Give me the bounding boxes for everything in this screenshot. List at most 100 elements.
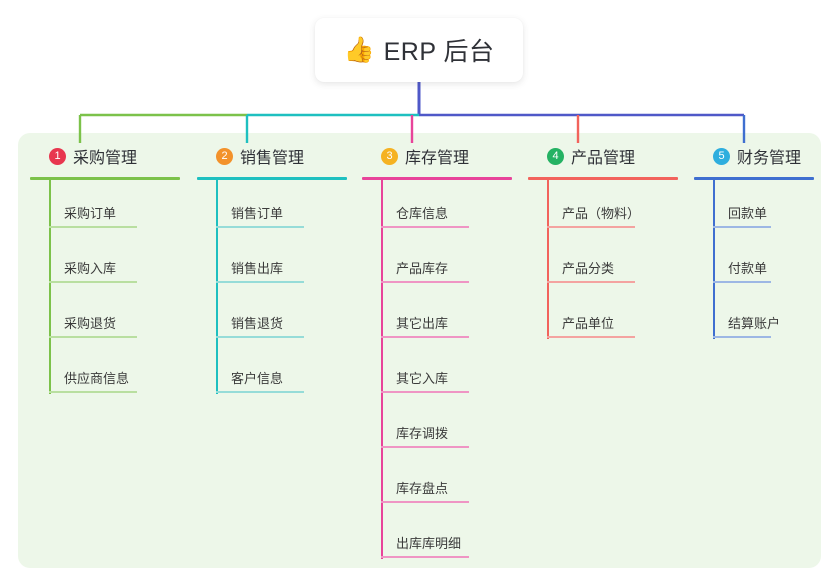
- diagram-panel: [18, 133, 821, 568]
- list-item-label: 采购订单: [64, 206, 117, 221]
- list-item-rule: [381, 501, 469, 503]
- column-items: 回款单付款单结算账户: [694, 180, 814, 345]
- list-item[interactable]: 回款单: [694, 180, 814, 235]
- list-item-rule: [381, 391, 469, 393]
- list-item-label: 结算账户: [728, 316, 781, 331]
- list-item[interactable]: 产品单位: [528, 290, 678, 345]
- column-1: 1 采购管理采购订单采购入库采购退货供应商信息: [30, 143, 180, 400]
- list-item[interactable]: 结算账户: [694, 290, 814, 345]
- column-badge-icon: 2: [216, 147, 233, 165]
- list-item-rule: [547, 226, 635, 228]
- thumbs-up-icon: 👍: [343, 35, 375, 64]
- list-item-rule: [49, 281, 137, 283]
- list-item-rule: [381, 446, 469, 448]
- list-item-rule: [216, 391, 304, 393]
- column-header-4[interactable]: 4 产品管理: [528, 143, 678, 169]
- list-item[interactable]: 仓库信息: [362, 180, 512, 235]
- list-item-rule: [713, 281, 771, 283]
- column-items: 采购订单采购入库采购退货供应商信息: [30, 180, 180, 400]
- column-header-1[interactable]: 1 采购管理: [30, 143, 180, 169]
- list-item[interactable]: 采购订单: [30, 180, 180, 235]
- list-item[interactable]: 付款单: [694, 235, 814, 290]
- list-item-label: 出库库明细: [396, 536, 462, 551]
- list-item-label: 销售出库: [231, 261, 284, 276]
- list-item[interactable]: 供应商信息: [30, 345, 180, 400]
- list-item-label: 产品（物料）: [562, 206, 641, 221]
- list-item-label: 库存调拨: [396, 426, 449, 441]
- list-item-rule: [713, 226, 771, 228]
- list-item-label: 库存盘点: [396, 481, 449, 496]
- list-item-rule: [216, 226, 304, 228]
- column-3: 3 库存管理仓库信息产品库存其它出库其它入库库存调拨库存盘点出库库明细: [362, 143, 512, 565]
- column-header-5[interactable]: 5 财务管理: [694, 143, 814, 169]
- list-item[interactable]: 库存盘点: [362, 455, 512, 510]
- list-item-rule: [216, 336, 304, 338]
- list-item-label: 回款单: [728, 206, 768, 221]
- column-spine: [547, 180, 549, 339]
- column-5: 5 财务管理回款单付款单结算账户: [694, 143, 814, 345]
- column-header-2[interactable]: 2 销售管理: [197, 143, 347, 169]
- list-item[interactable]: 产品分类: [528, 235, 678, 290]
- list-item-rule: [381, 281, 469, 283]
- column-2: 2 销售管理销售订单销售出库销售退货客户信息: [197, 143, 347, 400]
- list-item-label: 产品单位: [562, 316, 615, 331]
- list-item-rule: [713, 336, 771, 338]
- column-header-rule: [362, 177, 512, 180]
- column-title: 采购管理: [73, 150, 138, 167]
- list-item-label: 产品库存: [396, 261, 449, 276]
- list-item[interactable]: 客户信息: [197, 345, 347, 400]
- column-spine: [49, 180, 51, 394]
- list-item-rule: [49, 226, 137, 228]
- list-item[interactable]: 其它出库: [362, 290, 512, 345]
- column-header-3[interactable]: 3 库存管理: [362, 143, 512, 169]
- list-item-label: 其它出库: [396, 316, 449, 331]
- column-spine: [713, 180, 715, 339]
- list-item[interactable]: 出库库明细: [362, 510, 512, 565]
- list-item[interactable]: 销售订单: [197, 180, 347, 235]
- column-4: 4 产品管理产品（物料） 产品分类产品单位: [528, 143, 678, 345]
- list-item[interactable]: 库存调拨: [362, 400, 512, 455]
- list-item-rule: [381, 226, 469, 228]
- list-item-label: 销售订单: [231, 206, 284, 221]
- list-item-label: 采购退货: [64, 316, 117, 331]
- list-item-rule: [49, 391, 137, 393]
- column-badge-icon: 5: [713, 147, 730, 165]
- list-item-label: 产品分类: [562, 261, 615, 276]
- column-header-rule: [30, 177, 180, 180]
- column-header-rule: [197, 177, 347, 180]
- column-header-rule: [528, 177, 678, 180]
- column-header-rule: [694, 177, 814, 180]
- list-item-label: 供应商信息: [64, 371, 130, 386]
- column-badge-icon: 1: [49, 147, 66, 165]
- list-item[interactable]: 采购退货: [30, 290, 180, 345]
- column-items: 仓库信息产品库存其它出库其它入库库存调拨库存盘点出库库明细: [362, 180, 512, 565]
- column-badge-icon: 3: [381, 147, 398, 165]
- list-item-label: 仓库信息: [396, 206, 449, 221]
- list-item-label: 采购入库: [64, 261, 117, 276]
- column-items: 销售订单销售出库销售退货客户信息: [197, 180, 347, 400]
- list-item-rule: [381, 556, 469, 558]
- list-item-rule: [216, 281, 304, 283]
- list-item-rule: [547, 336, 635, 338]
- list-item[interactable]: 采购入库: [30, 235, 180, 290]
- column-title: 库存管理: [405, 150, 470, 167]
- column-title: 产品管理: [571, 150, 636, 167]
- root-node-label: ERP 后台: [383, 38, 495, 66]
- list-item[interactable]: 产品（物料）: [528, 180, 678, 235]
- list-item[interactable]: 销售出库: [197, 235, 347, 290]
- column-badge-icon: 4: [547, 147, 564, 165]
- list-item[interactable]: 其它入库: [362, 345, 512, 400]
- list-item[interactable]: 销售退货: [197, 290, 347, 345]
- list-item-label: 付款单: [728, 261, 768, 276]
- list-item[interactable]: 产品库存: [362, 235, 512, 290]
- root-node[interactable]: 👍 ERP 后台: [315, 18, 523, 82]
- list-item-label: 客户信息: [231, 371, 284, 386]
- list-item-rule: [547, 281, 635, 283]
- column-title: 财务管理: [737, 150, 802, 167]
- column-spine: [381, 180, 383, 559]
- column-title: 销售管理: [240, 150, 305, 167]
- list-item-label: 销售退货: [231, 316, 284, 331]
- list-item-rule: [49, 336, 137, 338]
- list-item-rule: [381, 336, 469, 338]
